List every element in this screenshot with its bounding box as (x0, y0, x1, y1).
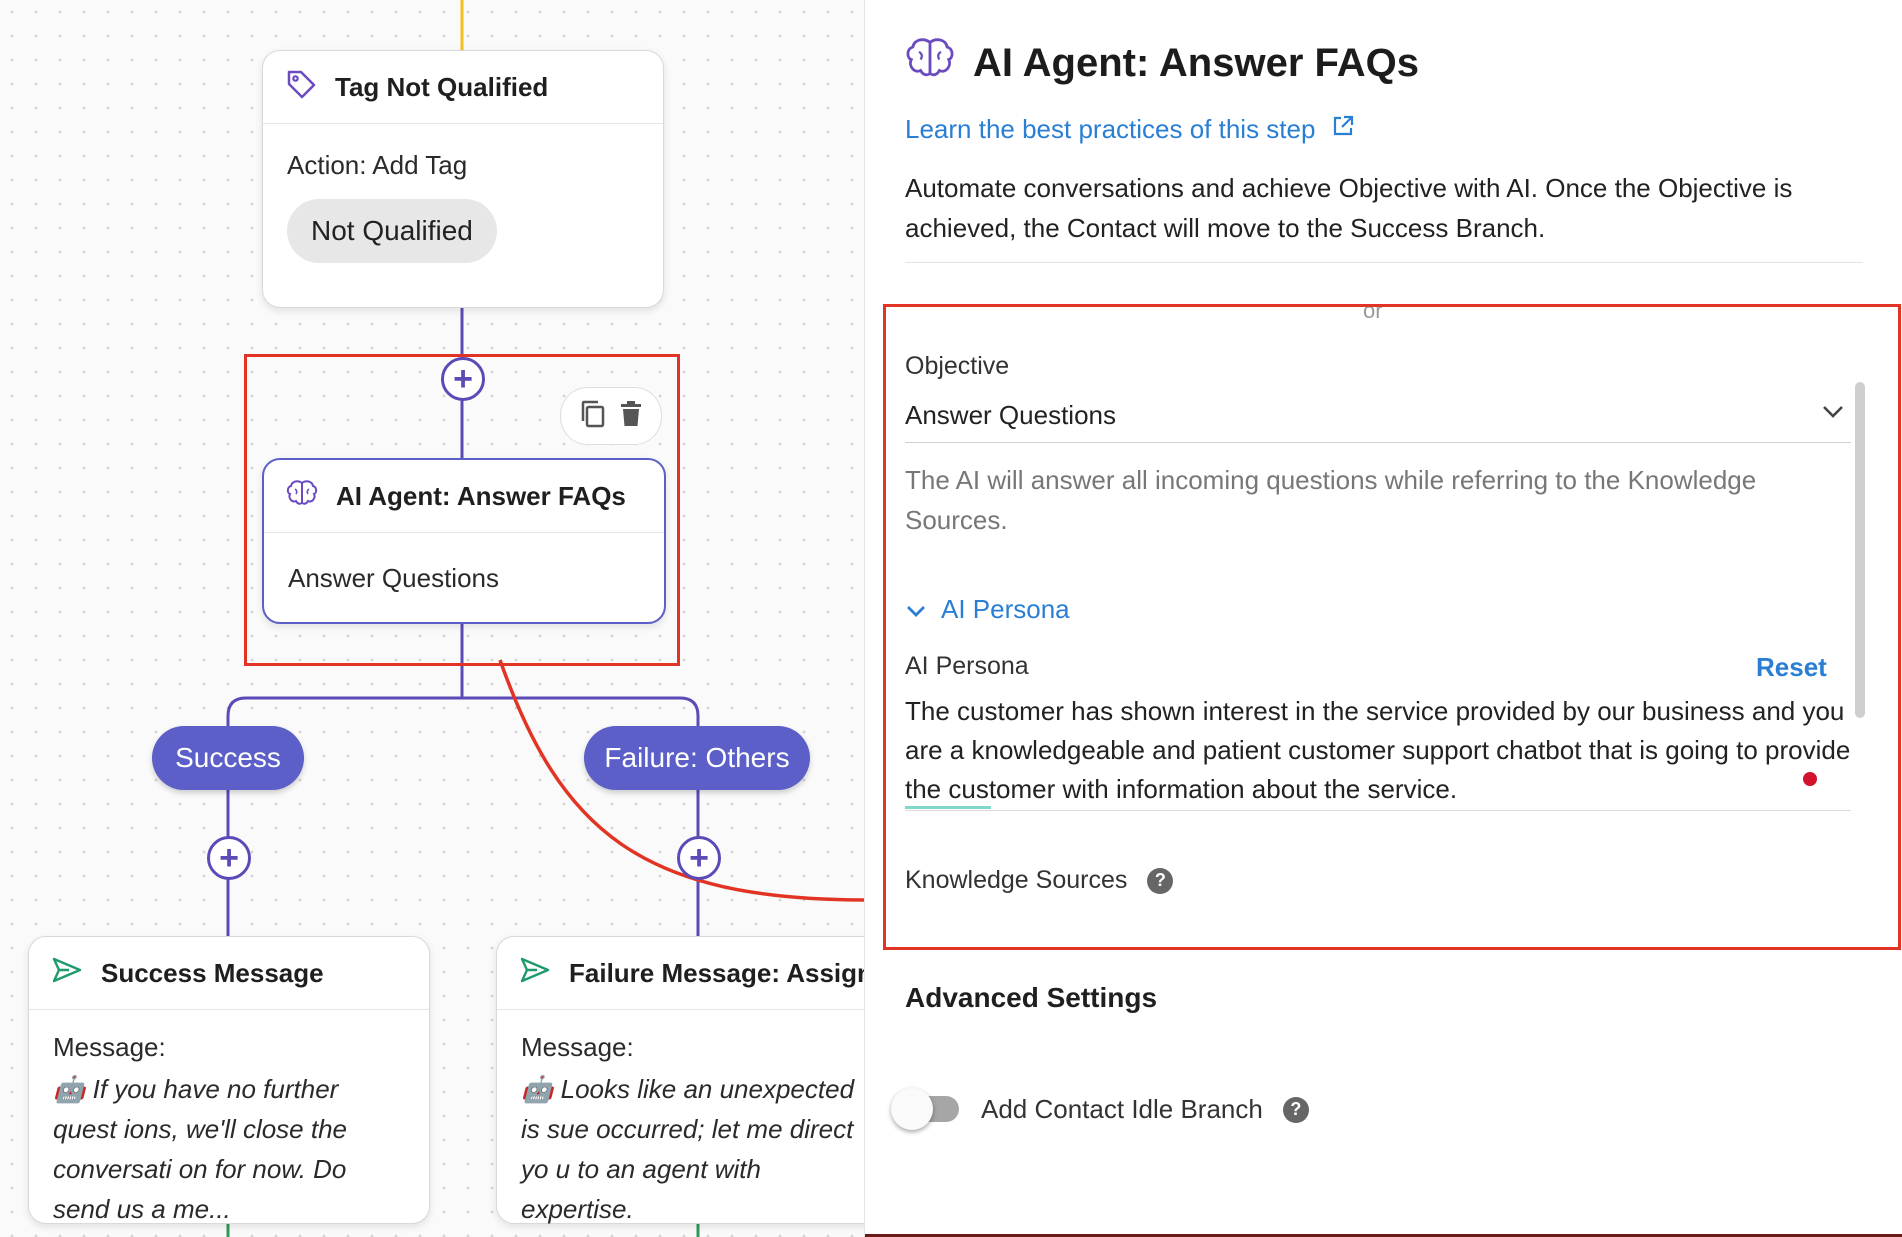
idle-branch-label-row: Add Contact Idle Branch ? (981, 1094, 1309, 1125)
idle-branch-label: Add Contact Idle Branch (981, 1094, 1263, 1124)
idle-branch-toggle[interactable] (891, 1088, 959, 1130)
panel-title-text: AI Agent: Answer FAQs (973, 40, 1419, 85)
brain-icon (286, 479, 318, 514)
success-message-text-wrap: 🤖 If you have no further quest ions, we'… (53, 1069, 409, 1229)
flow-canvas[interactable]: Tag Not Qualified Action: Add Tag Not Qu… (0, 0, 864, 1237)
ai-agent-node-title: AI Agent: Answer FAQs (336, 480, 626, 511)
advanced-settings-title: Advanced Settings (905, 982, 1158, 1013)
ai-persona-textarea[interactable]: The customer has shown interest in the s… (905, 692, 1851, 811)
ai-agent-node-header: AI Agent: Answer FAQs (264, 460, 664, 533)
branch-success[interactable]: Success (152, 726, 304, 790)
chevron-down-icon (905, 594, 927, 625)
branch-failure-others[interactable]: Failure: Others (584, 726, 810, 790)
success-message-text: If you have no further quest ions, we'll… (53, 1074, 348, 1224)
toggle-knob (891, 1088, 933, 1130)
reset-button[interactable]: Reset (1756, 652, 1827, 682)
learn-best-practices-link[interactable]: Learn the best practices of this step (905, 114, 1355, 145)
success-message-title: Success Message (101, 957, 324, 988)
failure-message-text-wrap: 🤖 Looks like an unexpected is sue occurr… (521, 1069, 861, 1229)
node-toolbar (560, 387, 662, 445)
help-icon[interactable]: ? (1147, 867, 1174, 894)
textarea-focus-indicator (905, 806, 991, 809)
knowledge-sources-label: Knowledge Sources ? (905, 866, 1174, 895)
robot-emoji: 🤖 (521, 1074, 554, 1104)
delete-icon[interactable] (619, 400, 643, 433)
send-icon (519, 956, 551, 991)
step-settings-panel: AI Agent: Answer FAQs Learn the best pra… (864, 0, 1902, 1237)
failure-message-title: Failure Message: Assign... (569, 957, 864, 988)
copy-icon[interactable] (579, 399, 607, 434)
divider (905, 262, 1863, 263)
external-link-icon (1331, 114, 1355, 145)
tag-chip: Not Qualified (287, 199, 497, 263)
highlight-box-settings (883, 304, 1901, 950)
failure-message-label: Message: (521, 1032, 634, 1062)
panel-bottom-border (865, 1234, 1902, 1237)
chevron-down-icon[interactable] (1821, 404, 1845, 425)
learn-link-text[interactable]: Learn the best practices of this step (905, 114, 1316, 144)
ai-persona-accordion-label[interactable]: AI Persona (941, 594, 1070, 624)
failure-message-text: Looks like an unexpected is sue occurred… (521, 1074, 855, 1224)
robot-emoji: 🤖 (53, 1074, 86, 1104)
success-message-header: Success Message (29, 937, 429, 1010)
failure-message-node[interactable]: Failure Message: Assign... Message: 🤖 Lo… (496, 936, 864, 1224)
ai-agent-node-subtitle: Answer Questions (288, 563, 499, 593)
panel-title: AI Agent: Answer FAQs (905, 36, 1419, 90)
add-step-button[interactable]: + (441, 357, 485, 401)
knowledge-sources-text: Knowledge Sources (905, 866, 1128, 894)
objective-select[interactable]: Answer Questions (905, 400, 1851, 443)
ai-agent-node[interactable]: AI Agent: Answer FAQs Answer Questions (262, 458, 666, 624)
tag-node-header: Tag Not Qualified (263, 51, 663, 124)
help-icon[interactable]: ? (1282, 1096, 1309, 1123)
tag-node-title: Tag Not Qualified (335, 71, 549, 102)
ai-persona-label: AI Persona (905, 652, 1029, 680)
objective-select-value: Answer Questions (905, 400, 1116, 430)
notification-dot (1803, 772, 1817, 786)
add-step-failure-button[interactable]: + (677, 836, 721, 880)
objective-label: Objective (905, 352, 1010, 380)
tag-node[interactable]: Tag Not Qualified Action: Add Tag Not Qu… (262, 50, 664, 308)
panel-description: Automate conversations and achieve Objec… (905, 173, 1793, 243)
highlight-box-node (244, 354, 680, 666)
failure-message-header: Failure Message: Assign... (497, 937, 864, 1010)
success-message-label: Message: (53, 1032, 166, 1062)
tag-icon (285, 68, 317, 107)
panel-scrollbar[interactable] (1855, 382, 1865, 718)
ai-persona-accordion[interactable]: AI Persona (905, 594, 1070, 625)
brain-icon (905, 36, 955, 90)
objective-hint: The AI will answer all incoming question… (905, 465, 1757, 535)
success-message-node[interactable]: Success Message Message: 🤖 If you have n… (28, 936, 430, 1224)
tag-node-action: Action: Add Tag (287, 150, 468, 180)
ai-persona-text[interactable]: The customer has shown interest in the s… (905, 696, 1851, 804)
send-icon (51, 956, 83, 991)
add-step-success-button[interactable]: + (207, 836, 251, 880)
